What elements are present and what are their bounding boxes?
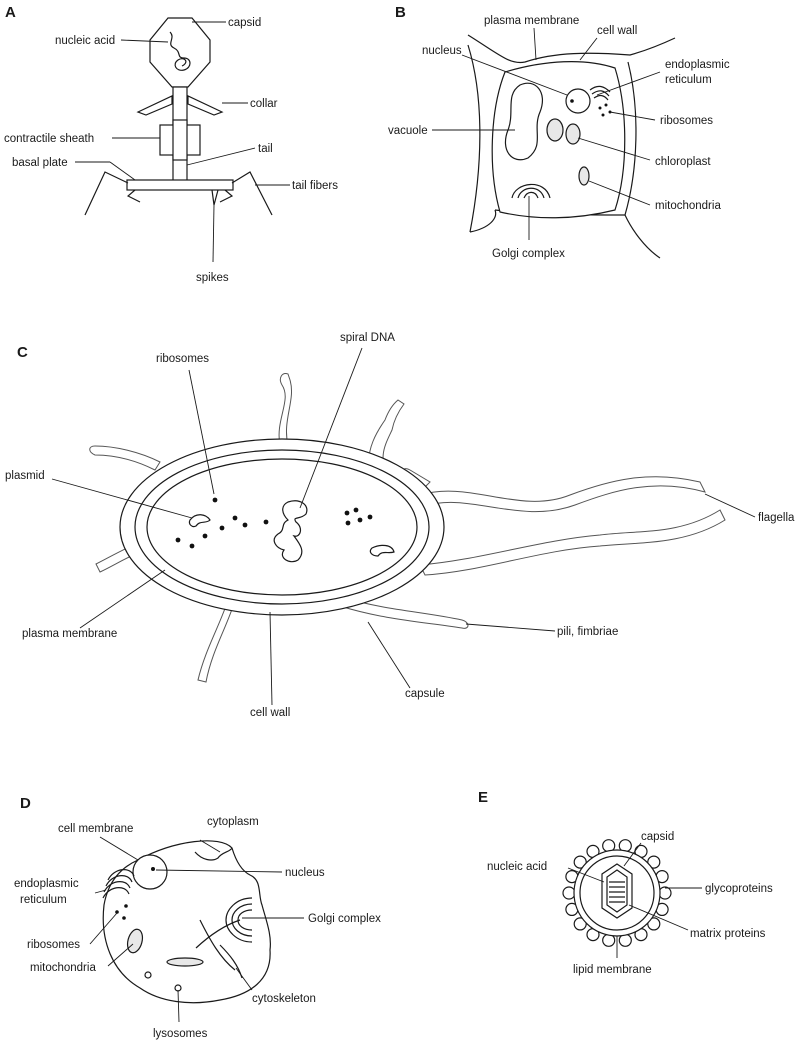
label-c-ribosomes: ribosomes: [156, 353, 209, 365]
panel-e-letter: E: [478, 789, 488, 806]
label-c-capsule: capsule: [405, 688, 445, 700]
phage-nucleic-acid: [169, 31, 191, 71]
label-d-nucleus: nucleus: [285, 867, 325, 879]
label-b-mitochondria: mitochondria: [655, 200, 721, 212]
label-d-lysosomes: lysosomes: [153, 1028, 208, 1040]
phage-capsid: [149, 17, 211, 88]
label-c-pili-fimbriae: pili, fimbriae: [557, 626, 618, 638]
animal-lysosomes: [144, 971, 152, 979]
label-d-cytoplasm: cytoplasm: [207, 816, 259, 828]
animal-nucleus: [132, 854, 168, 890]
bacterium-ribosomes: [175, 497, 373, 549]
plant-mitochondria: [578, 166, 590, 186]
label-b-plasma-membrane: plasma membrane: [484, 15, 579, 27]
label-c-plasmid: plasmid: [5, 470, 45, 482]
plant-golgi-complex: [511, 183, 551, 199]
label-c-spiral-dna: spiral DNA: [340, 332, 395, 344]
animal-golgi-complex: [225, 897, 253, 943]
label-e-capsid: capsid: [641, 831, 674, 843]
glycoprotein-knob: [658, 886, 672, 900]
panel-c-bacterium: C: [5, 332, 795, 719]
glycoprotein-knob: [573, 855, 587, 869]
label-d-er-line2: reticulum: [20, 894, 67, 906]
label-a-tail-fibers: tail fibers: [292, 180, 338, 192]
label-e-matrix-proteins: matrix proteins: [690, 928, 766, 940]
glycoprotein-knob: [647, 917, 661, 931]
label-b-er-line1: endoplasmic: [665, 59, 730, 71]
label-e-glycoproteins: glycoproteins: [705, 883, 773, 895]
virus-matrix-proteins: [579, 855, 655, 931]
label-d-er-line1: endoplasmic: [14, 878, 79, 890]
panel-e-enveloped-virus: E capsid nucleic acid glycoproteins matr…: [478, 789, 773, 976]
label-b-er-line2: reticulum: [665, 74, 712, 86]
plant-ribosomes: [598, 106, 602, 110]
glycoprotein-knob: [647, 855, 661, 869]
label-d-mitochondria: mitochondria: [30, 962, 96, 974]
plant-vacuole: [504, 82, 543, 161]
plant-cell-wall: [467, 34, 676, 64]
label-b-golgi-complex: Golgi complex: [492, 248, 565, 260]
label-e-lipid-membrane: lipid membrane: [573, 964, 652, 976]
animal-mitochondria: [126, 928, 144, 954]
bacterium-plasma-membrane: [146, 458, 418, 596]
panel-d-animal-cell: D cytoplasm cell membr: [14, 795, 381, 1040]
plant-nucleus: [565, 88, 591, 114]
label-c-flagella: flagella: [758, 512, 795, 524]
phage-tail-fibers: [84, 171, 129, 216]
panel-c-letter: C: [17, 344, 28, 361]
glycoprotein-knob: [573, 917, 587, 931]
label-a-basal-plate: basal plate: [12, 157, 68, 169]
label-c-plasma-membrane: plasma membrane: [22, 628, 117, 640]
panel-b-plant-cell: B: [388, 4, 730, 260]
glycoprotein-knob: [562, 886, 576, 900]
label-a-collar: collar: [250, 98, 278, 110]
label-a-capsid: capsid: [228, 17, 261, 29]
label-b-chloroplast: chloroplast: [655, 156, 711, 168]
panel-a-bacteriophage: A capsid nucleic acid collar: [4, 4, 338, 284]
label-b-cell-wall: cell wall: [597, 25, 637, 37]
label-a-tail: tail: [258, 143, 273, 155]
panel-a-letter: A: [5, 4, 16, 21]
animal-endoplasmic-reticulum: [102, 869, 135, 899]
animal-cell-membrane: [102, 840, 271, 1004]
label-d-ribosomes: ribosomes: [27, 939, 80, 951]
phage-collar: [136, 95, 173, 116]
label-a-nucleic-acid: nucleic acid: [55, 35, 115, 47]
phage-basal-plate: [126, 179, 234, 191]
panel-d-letter: D: [20, 795, 31, 812]
label-d-cytoskeleton: cytoskeleton: [252, 993, 316, 1005]
label-d-cell-membrane: cell membrane: [58, 823, 133, 835]
label-a-contractile-sheath: contractile sheath: [4, 133, 94, 145]
label-b-vacuole: vacuole: [388, 125, 428, 137]
plant-chloroplast: [546, 118, 564, 142]
bacterium-plasmid: [188, 514, 211, 528]
virus-nucleic-acid: [609, 881, 625, 903]
label-a-spikes: spikes: [196, 272, 229, 284]
animal-ribosomes: [115, 910, 119, 914]
label-c-cell-wall: cell wall: [250, 707, 290, 719]
bacterium-spiral-dna: [273, 500, 308, 563]
virus-glycoproteins: [562, 839, 672, 947]
virus-capsid: [601, 863, 633, 919]
phage-spikes: [211, 189, 219, 206]
label-b-ribosomes: ribosomes: [660, 115, 713, 127]
label-b-nucleus: nucleus: [422, 45, 462, 57]
label-d-golgi-complex: Golgi complex: [308, 913, 381, 925]
label-e-nucleic-acid: nucleic acid: [487, 861, 547, 873]
panel-b-letter: B: [395, 4, 406, 21]
